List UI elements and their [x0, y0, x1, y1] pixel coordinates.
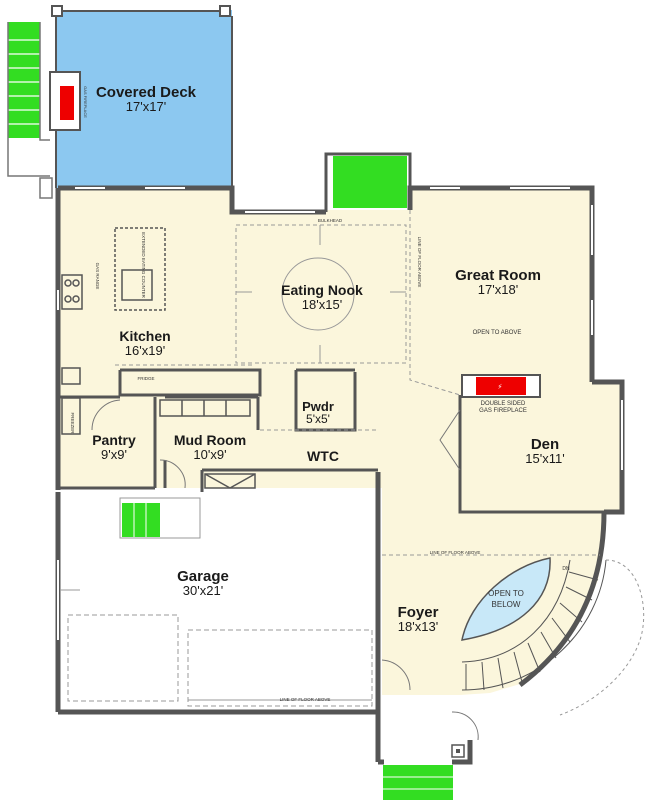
double-sided-fireplace: ⚡ [461, 374, 541, 398]
fireplace-flame-icon: ⚡ [498, 383, 503, 391]
great-room-name: Great Room [455, 267, 541, 284]
open-to-below-note-1: OPEN TO [488, 589, 524, 598]
entry-post-core [456, 749, 460, 753]
deck-fireplace [49, 71, 81, 131]
mud-step-treads [133, 503, 147, 537]
fireplace-note-2: GAS FIREPLACE [479, 408, 527, 414]
nook-bay-green [333, 156, 407, 208]
floor-fills [56, 10, 622, 761]
gas-fireplace-note: GAS FIREPLACE [83, 86, 88, 118]
entry-step-treads [383, 776, 453, 790]
garage-floor [60, 492, 378, 712]
line-floor-above-note: LINE OF FLOOR ABOVE [430, 550, 481, 555]
door-swings [91, 399, 479, 741]
great-room-dim: 17'x18' [478, 282, 518, 297]
main-floor [60, 190, 622, 695]
garage-details [60, 497, 373, 707]
freezer-note: FREEZER [70, 412, 75, 434]
mud-room-dim: 10'x9' [193, 447, 226, 462]
open-to-below-area [461, 557, 551, 641]
line-floor-above-vertical-note: LINE OF FLOOR ABOVE [417, 237, 422, 288]
wtc-name: WTC [307, 448, 339, 464]
eating-nook-name: Eating Nook [281, 282, 363, 298]
mud-room-lockers [159, 399, 256, 489]
pwdr-dim: 5'x5' [306, 412, 330, 426]
gas-range-note: GAS RANGE [95, 263, 100, 290]
deck-stair-rails [7, 22, 53, 199]
porch-floor [382, 695, 452, 761]
bulkhead-note: BULKHEAD [318, 218, 343, 223]
nook-bay-walls [324, 152, 412, 212]
windows [57, 187, 623, 640]
stair-down-note: DN [562, 566, 570, 572]
green-elements [8, 22, 453, 800]
garage-dim: 30'x21' [183, 583, 223, 598]
foyer-dim: 18'x13' [398, 619, 438, 634]
garage-name: Garage [177, 568, 229, 585]
covered-deck-floor [56, 10, 232, 188]
garage-line-floor-above-note: LINE OF FLOOR ABOVE [280, 697, 331, 702]
fireplace-note-1: DOUBLE SIDED [481, 401, 526, 407]
den-name: Den [531, 436, 559, 453]
covered-deck-dim: 17'x17' [126, 99, 166, 114]
covered-deck-name: Covered Deck [96, 84, 197, 101]
open-to-above-note: OPEN TO ABOVE [473, 330, 522, 336]
kitchen-dim: 16'x19' [125, 343, 165, 358]
deck-stair-treads [8, 39, 40, 125]
dashed-lines [115, 210, 600, 556]
mud-steps-green [122, 503, 160, 537]
kitchen-name: Kitchen [119, 328, 170, 344]
fridge-note: FRIDGE [137, 376, 154, 381]
curved-stair [461, 559, 607, 691]
foyer-name: Foyer [398, 604, 439, 621]
eating-nook-dim: 18'x15' [302, 297, 342, 312]
stair-outer-dashed [559, 559, 645, 716]
entry-steps-green [383, 765, 453, 800]
pwdr-name: Pwdr [302, 399, 334, 414]
pantry-name: Pantry [92, 432, 136, 448]
pantry-dim: 9'x9' [101, 447, 127, 462]
mud-room-name: Mud Room [174, 432, 246, 448]
eating-nook-table [235, 224, 407, 364]
plan-notes: OPEN TO ABOVE DOUBLE SIDED GAS FIREPLACE… [70, 86, 570, 702]
den-dim: 15'x11' [525, 451, 564, 466]
extended-counter-note: EXTENDED EATING COUNTER [141, 232, 146, 298]
deck-stairs [8, 22, 40, 138]
kitchen-fixtures [61, 227, 166, 435]
open-to-below-note-2: BELOW [492, 600, 521, 609]
room-labels: Covered Deck 17'x17' Great Room 17'x18' … [92, 84, 565, 634]
